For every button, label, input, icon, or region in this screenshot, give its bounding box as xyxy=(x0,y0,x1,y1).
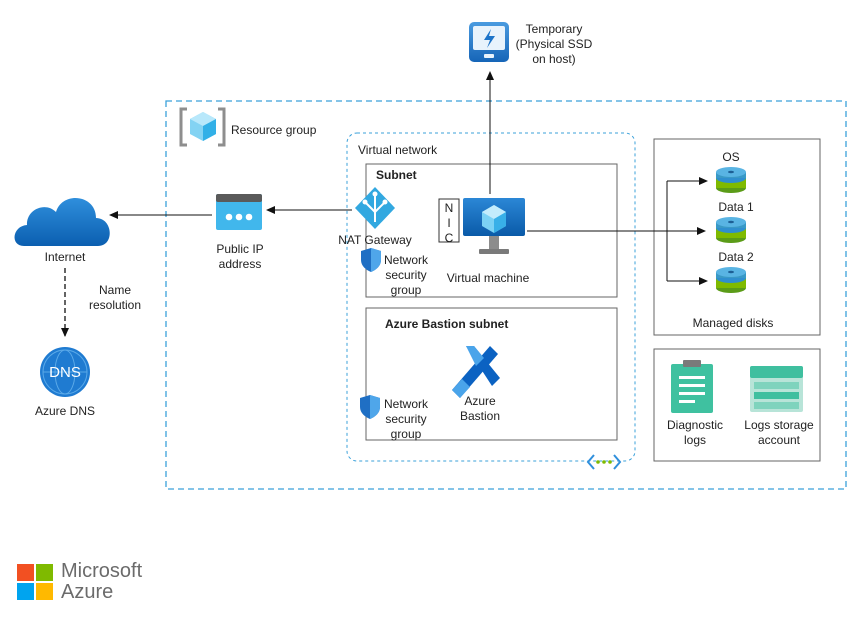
bastion-subnet-label: Azure Bastion subnet xyxy=(385,317,509,331)
subnet-label: Subnet xyxy=(376,168,417,182)
os-disk-label: OS xyxy=(722,150,740,164)
nat-gateway-icon xyxy=(355,187,395,229)
name-resolution-label: Name resolution xyxy=(88,283,142,312)
virtual-network-label: Virtual network xyxy=(358,143,438,157)
virtual-network-boundary xyxy=(346,132,636,462)
virtual-machine-label: Virtual machine xyxy=(446,271,530,285)
nsg-label-2: Network security group xyxy=(383,397,428,441)
nsg-shield-icon xyxy=(361,248,381,272)
azure-bastion-icon xyxy=(452,346,500,398)
diagnostic-logs-icon xyxy=(671,360,713,413)
nat-gateway-label: NAT Gateway xyxy=(338,233,412,247)
microsoft-azure-wordmark: Microsoft Azure xyxy=(61,560,143,603)
public-ip-icon xyxy=(216,194,262,230)
nsg-shield-icon-2 xyxy=(360,395,380,419)
logs-storage-icon xyxy=(750,366,803,412)
ssd-icon xyxy=(469,22,509,62)
azure-bastion-label: Azure Bastion xyxy=(459,394,501,423)
dns-icon-text: DNS xyxy=(49,364,81,381)
azure-dns-label: Azure DNS xyxy=(34,404,96,418)
public-ip-label: Public IP address xyxy=(216,242,264,271)
vnet-icon xyxy=(586,454,622,470)
resource-group-icon xyxy=(179,107,226,147)
temporary-disk-label: Temporary (Physical SSD on host) xyxy=(515,22,593,66)
microsoft-logo xyxy=(17,564,53,600)
internet-label: Internet xyxy=(44,250,86,264)
data1-disk-icon xyxy=(716,217,746,243)
nsg-label: Network security group xyxy=(383,253,428,297)
os-disk-icon xyxy=(716,167,746,193)
internet-cloud-icon xyxy=(14,197,110,246)
data2-disk-icon xyxy=(716,267,746,293)
nic-label: N I C xyxy=(444,201,454,245)
logs-storage-label: Logs storage account xyxy=(744,418,814,447)
dns-icon xyxy=(40,347,90,397)
data2-disk-label: Data 2 xyxy=(718,250,754,264)
diagnostic-logs-label: Diagnostic logs xyxy=(666,418,724,447)
resource-group-label: Resource group xyxy=(231,123,317,137)
resource-group-boundary xyxy=(165,100,847,490)
data1-disk-label: Data 1 xyxy=(718,200,754,214)
nic-box xyxy=(438,198,460,243)
managed-disks-label: Managed disks xyxy=(692,316,774,330)
virtual-machine-icon xyxy=(463,198,525,254)
